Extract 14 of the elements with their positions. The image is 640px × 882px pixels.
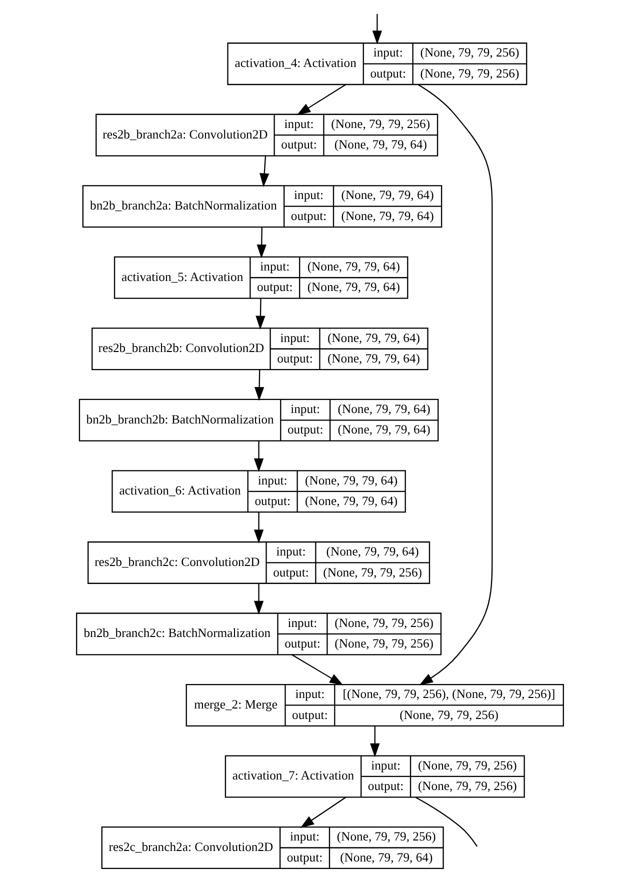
arrow xyxy=(372,14,382,44)
arrow xyxy=(300,796,346,828)
arrow xyxy=(254,370,264,401)
arrow xyxy=(296,84,346,116)
arrow xyxy=(370,726,380,758)
arrow xyxy=(254,583,264,615)
arrow xyxy=(291,654,344,686)
arrow xyxy=(260,156,270,188)
arrow xyxy=(418,84,493,686)
arrow xyxy=(254,440,264,472)
connector xyxy=(415,796,478,847)
arrow xyxy=(254,512,264,544)
arrow xyxy=(256,298,266,330)
arrow xyxy=(256,227,266,258)
